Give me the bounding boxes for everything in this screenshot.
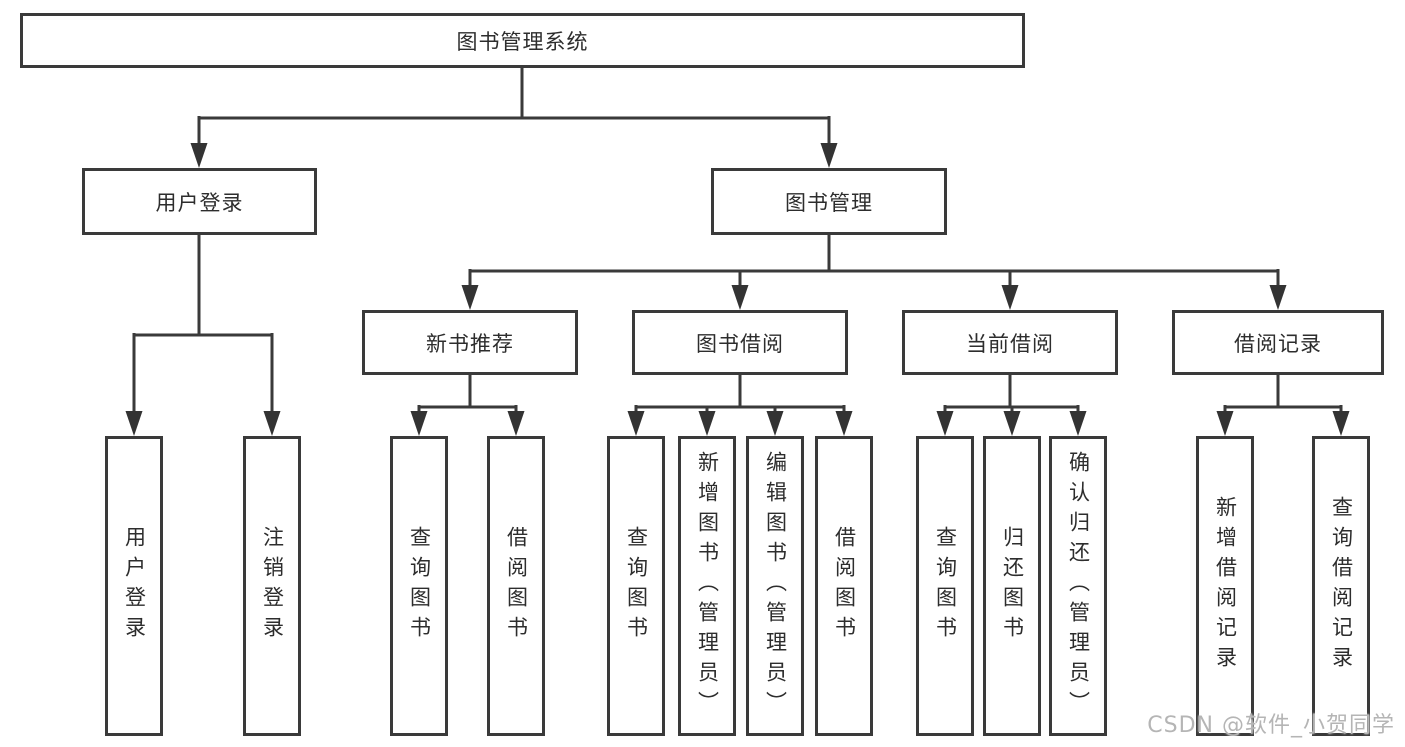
leaf-query-books-current: 查询图书 bbox=[916, 436, 974, 736]
arrowhead bbox=[1003, 411, 1021, 436]
connector-book-management-split bbox=[468, 235, 1280, 290]
arrowhead bbox=[1069, 411, 1087, 436]
leaf-return-books: 归还图书 bbox=[983, 436, 1041, 736]
arrowhead bbox=[1332, 411, 1350, 436]
csdn-watermark: CSDN @软件_小贺同学 bbox=[1147, 713, 1395, 738]
arrowhead bbox=[125, 411, 143, 436]
arrowhead bbox=[627, 411, 645, 436]
connector-borrowing-records-split bbox=[1223, 375, 1343, 416]
connector-root-split bbox=[197, 68, 831, 148]
leaf-user-login: 用户登录 bbox=[105, 436, 163, 736]
leaf-query-books-borrowing: 查询图书 bbox=[607, 436, 665, 736]
node-library-management-system: 图书管理系统 bbox=[20, 13, 1025, 68]
arrowhead bbox=[410, 411, 428, 436]
node-new-book-recommendation: 新书推荐 bbox=[362, 310, 578, 375]
arrowhead bbox=[263, 411, 281, 436]
node-current-borrowing: 当前借阅 bbox=[902, 310, 1118, 375]
arrowhead bbox=[190, 143, 208, 168]
connector-current-borrowing-split bbox=[943, 375, 1080, 416]
arrowhead bbox=[835, 411, 853, 436]
arrowhead bbox=[507, 411, 525, 436]
connector-user-login-split bbox=[132, 235, 274, 414]
arrowhead bbox=[731, 285, 749, 310]
connector-book-borrowing-split bbox=[634, 375, 846, 416]
leaf-query-books-recommendation: 查询图书 bbox=[390, 436, 448, 736]
leaf-query-borrow-record: 查询借阅记录 bbox=[1312, 436, 1370, 736]
arrowhead bbox=[766, 411, 784, 436]
arrowhead bbox=[820, 143, 838, 168]
arrowhead bbox=[936, 411, 954, 436]
leaf-add-books-admin: 新增图书（管理员） bbox=[678, 436, 736, 736]
leaf-borrow-books-borrowing: 借阅图书 bbox=[815, 436, 873, 736]
arrowhead bbox=[1269, 285, 1287, 310]
node-book-management: 图书管理 bbox=[711, 168, 947, 235]
arrowhead bbox=[1216, 411, 1234, 436]
leaf-borrow-books-recommendation: 借阅图书 bbox=[487, 436, 545, 736]
node-user-login: 用户登录 bbox=[82, 168, 317, 235]
leaf-confirm-return-admin: 确认归还（管理员） bbox=[1049, 436, 1107, 736]
arrowhead bbox=[698, 411, 716, 436]
connector-new-book-split bbox=[417, 375, 518, 416]
leaf-logout-login: 注销登录 bbox=[243, 436, 301, 736]
leaf-edit-books-admin: 编辑图书（管理员） bbox=[746, 436, 804, 736]
arrowhead bbox=[1001, 285, 1019, 310]
arrowhead bbox=[461, 285, 479, 310]
node-book-borrowing: 图书借阅 bbox=[632, 310, 848, 375]
leaf-add-borrow-record: 新增借阅记录 bbox=[1196, 436, 1254, 736]
node-borrowing-records: 借阅记录 bbox=[1172, 310, 1384, 375]
